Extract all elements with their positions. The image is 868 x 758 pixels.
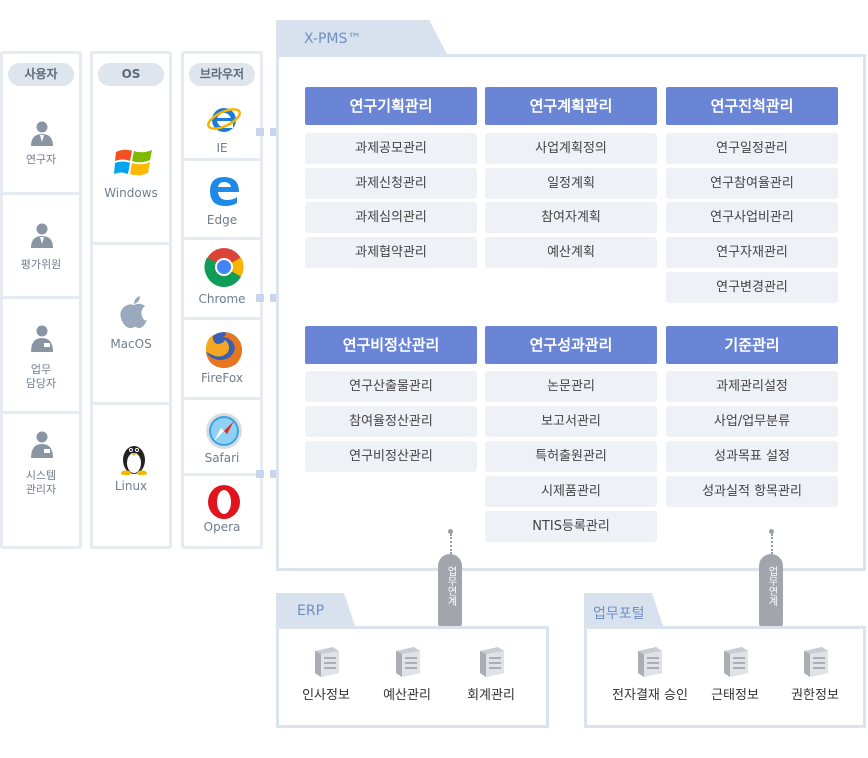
portal-panel-title: 업무포털 — [593, 606, 645, 622]
group-item[interactable]: 과제심의관리 — [305, 202, 477, 233]
erp-panel-title: ERP — [297, 603, 325, 619]
group-head-research-results[interactable]: 연구성과관리 — [485, 326, 657, 364]
erp-item-label: 인사정보 — [302, 688, 350, 703]
group-head-research-planning[interactable]: 연구기획관리 — [305, 87, 477, 125]
main-panel-title: X-PMS™ — [304, 31, 362, 47]
safari-icon — [206, 413, 242, 449]
group-item[interactable]: 연구산출물관리 — [305, 371, 477, 402]
user-label-admin: 시스템 관리자 — [25, 469, 57, 496]
main-panel-tab — [276, 20, 448, 56]
user-icon — [31, 325, 53, 352]
browser-label-safari: Safari — [204, 451, 240, 465]
connector-dot — [769, 529, 774, 534]
browser-label-ie: IE — [216, 141, 228, 155]
browser-label-chrome: Chrome — [198, 292, 246, 306]
tux-penguin-icon — [121, 446, 147, 475]
group-item[interactable]: 연구자재관리 — [666, 237, 838, 268]
group-item[interactable]: 시제품관리 — [485, 476, 657, 507]
integration-link-label: 업무연계 — [766, 566, 777, 606]
erp-item-label: 회계관리 — [467, 688, 515, 703]
group-item[interactable]: 연구사업비관리 — [666, 202, 838, 233]
group-item[interactable]: 예산계획 — [485, 237, 657, 268]
group-item[interactable]: 연구비정산관리 — [305, 441, 477, 472]
group-item[interactable]: 참여자계획 — [485, 202, 657, 233]
edge-icon — [210, 177, 239, 206]
integration-link-erp: 업무연계 — [438, 554, 462, 634]
browsers-column: 브라우저 IE Edge Chrome FireFox Safari — [181, 51, 263, 549]
os-column-header: OS — [98, 63, 164, 86]
users-column: 사용자 연구자 평가위원 업무 담당자 시스템 관리자 — [0, 51, 82, 549]
server-icon — [638, 647, 662, 677]
chrome-icon — [204, 248, 244, 287]
group-head-research-progress[interactable]: 연구진척관리 — [666, 87, 838, 125]
group-item[interactable]: 과제공모관리 — [305, 133, 477, 164]
browsers-column-header: 브라우저 — [189, 63, 255, 86]
portal-item-label: 전자결재 승인 — [612, 688, 688, 703]
group-item[interactable]: 연구변경관리 — [666, 272, 838, 303]
user-label-researcher: 연구자 — [25, 153, 57, 166]
server-icon — [724, 647, 748, 677]
user-icon — [31, 431, 53, 458]
server-icon — [315, 647, 339, 677]
erp-panel-tab — [276, 593, 356, 629]
group-item[interactable]: 성과목표 설정 — [666, 441, 838, 472]
apple-logo-icon — [120, 296, 147, 329]
firefox-icon — [205, 332, 242, 368]
user-icon — [31, 121, 53, 146]
connector-line — [771, 534, 773, 554]
portal-panel-tab — [584, 593, 664, 629]
server-icon — [396, 647, 420, 677]
windows-logo-icon — [114, 149, 152, 176]
portal-panel — [584, 626, 866, 728]
user-label-staff: 업무 담당자 — [25, 363, 57, 390]
group-head-research-plan[interactable]: 연구계획관리 — [485, 87, 657, 125]
group-item[interactable]: 연구참여율관리 — [666, 168, 838, 199]
users-column-header: 사용자 — [8, 63, 74, 86]
group-item[interactable]: 보고서관리 — [485, 406, 657, 437]
os-label-linux: Linux — [114, 479, 148, 493]
group-item[interactable]: 과제협약관리 — [305, 237, 477, 268]
group-head-standards[interactable]: 기준관리 — [666, 326, 838, 364]
connector-dot — [448, 529, 453, 534]
portal-item-label: 근태정보 — [711, 688, 759, 703]
group-item[interactable]: 성과실적 항목관리 — [666, 476, 838, 507]
group-item[interactable]: 일정계획 — [485, 168, 657, 199]
os-column: OS Windows MacOS Linux — [90, 51, 172, 549]
erp-panel — [276, 626, 549, 728]
user-label-evaluator: 평가위원 — [20, 258, 62, 271]
portal-item-label: 권한정보 — [791, 688, 839, 703]
group-item[interactable]: 과제관리설정 — [666, 371, 838, 402]
browser-label-edge: Edge — [206, 213, 238, 227]
group-item[interactable]: 특허출원관리 — [485, 441, 657, 472]
group-item[interactable]: 논문관리 — [485, 371, 657, 402]
browser-label-opera: Opera — [203, 520, 241, 534]
group-item[interactable]: 사업/업무분류 — [666, 406, 838, 437]
group-item[interactable]: 연구일정관리 — [666, 133, 838, 164]
erp-item-label: 예산관리 — [383, 688, 431, 703]
internet-explorer-icon — [207, 108, 241, 132]
integration-link-label: 업무연계 — [445, 566, 456, 606]
server-icon — [480, 647, 504, 677]
connector-line — [450, 534, 452, 554]
user-icon — [31, 223, 53, 248]
server-icon — [804, 647, 828, 677]
integration-link-portal: 업무연계 — [759, 554, 783, 634]
os-label-windows: Windows — [104, 186, 158, 200]
group-item[interactable]: 과제신청관리 — [305, 168, 477, 199]
opera-icon — [208, 485, 240, 519]
os-label-macos: MacOS — [110, 337, 152, 351]
group-head-expense-settlement[interactable]: 연구비정산관리 — [305, 326, 477, 364]
group-item[interactable]: 참여율정산관리 — [305, 406, 477, 437]
browser-label-firefox: FireFox — [201, 371, 243, 385]
group-item[interactable]: NTIS등록관리 — [485, 511, 657, 542]
group-item[interactable]: 사업계획정의 — [485, 133, 657, 164]
